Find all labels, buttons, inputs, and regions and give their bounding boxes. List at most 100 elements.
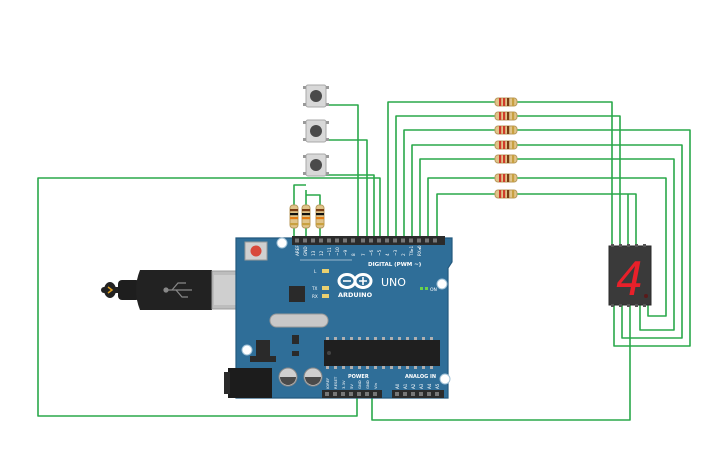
decimal-point [644,294,648,298]
resistor-seg-d[interactable] [494,140,518,150]
resistor-seg-b[interactable] [494,111,518,121]
pin-label: GND [303,246,308,256]
dc-power-jack[interactable] [224,368,272,398]
pin-label: A5 [435,383,440,389]
wire-seg-c[interactable] [517,129,691,347]
microcontroller-chip [324,337,440,369]
wire-pin-2[interactable] [427,177,495,240]
pin-label: A1 [403,383,408,389]
pin-label: 13 [311,250,316,256]
pin-label: GND [365,380,370,389]
power-label: POWER [348,374,369,380]
usb-chip [289,286,305,302]
pin-label: ~3 [393,249,398,256]
mounting-hole [439,373,451,385]
model-text: UNO [381,276,406,289]
wire-pin-4[interactable] [411,144,495,240]
wire-seg-d[interactable] [517,144,683,339]
pin-label: TX▸1 [409,245,414,257]
pin-label: GND [357,380,362,389]
pin-label: ~9 [343,249,348,256]
cable-end-icon [104,282,116,298]
resistor-pulldown-3[interactable] [315,204,325,229]
infinity-logo-icon [337,273,373,289]
pin-label: A3 [419,383,424,389]
resistor-seg-e[interactable] [494,154,518,164]
wire-pin-6[interactable] [395,115,495,240]
led-label-tx: TX [311,286,318,291]
display-body [608,245,652,306]
reset-button[interactable] [244,241,268,261]
mounting-hole [241,344,253,356]
pin-label: RESET [333,376,338,389]
voltage-regulator [256,340,270,356]
wire-pin-3[interactable] [419,158,495,240]
status-leds: L TX RX [311,269,329,299]
wire-pin-1[interactable] [436,193,495,240]
wire-button1[interactable] [322,104,359,238]
wire-pulldown1-top[interactable] [293,184,306,205]
wire-button3[interactable] [322,174,375,238]
logo-text: ARDUINO [338,291,373,299]
pin-label: ~11 [327,247,332,256]
display-digit: 4 [616,252,644,306]
resistor-seg-f[interactable] [494,173,518,183]
wire-seg-f[interactable] [517,177,667,317]
wire-seg-g[interactable] [517,193,637,246]
pin-label: 5V [349,384,354,389]
led-label-rx: RX [312,294,318,299]
wire-pin-5[interactable] [403,129,495,240]
power-led: ON [420,287,437,293]
pin-label: A4 [427,383,432,389]
pushbutton-2[interactable] [303,119,329,143]
mounting-hole [276,237,288,249]
arduino-uno-board[interactable]: AREF GND 13 12 ~11 ~10 ~9 8 7 ~6 ~5 4 ~3… [224,236,453,399]
pin-label: IOREF [325,378,330,389]
pushbutton-1[interactable] [303,84,329,108]
resistor-pulldown-1[interactable] [289,204,299,229]
wire-seg-e[interactable] [517,158,675,331]
pin-label: 3.3V [341,380,346,389]
on-label: ON [430,287,437,293]
usb-symbol-icon [163,282,192,298]
wire-seg-b[interactable] [517,115,621,246]
segment-resistors [494,97,518,199]
pin-label: Vin [373,382,378,389]
pin-label: 12 [319,250,324,256]
seven-segment-display[interactable]: 4 [608,244,652,307]
led-label-l: L [314,269,317,274]
resistor-pulldown-2[interactable] [301,204,311,229]
pin-label: 7 [361,253,366,256]
pushbutton-3[interactable] [303,153,329,177]
pin-label: RX◂0 [417,245,422,256]
wire-pulldown3-top[interactable] [306,194,321,205]
crystal-oscillator [269,313,329,328]
digital-header [292,236,445,245]
wire-button2[interactable] [322,139,368,238]
digital-header-label: DIGITAL (PWM ~) [368,262,422,268]
pin-label: 8 [351,253,356,256]
pin-label: ~10 [335,247,340,256]
pin-label: A2 [411,383,416,389]
pin-label: ~6 [369,249,374,256]
analog-header [392,390,444,398]
wire-pin-7[interactable] [387,101,495,240]
pin-label: A0 [395,383,400,389]
pin-label: 4 [385,253,390,256]
wire-5v-loop[interactable] [37,177,381,417]
capacitors [278,367,323,387]
analog-label: ANALOG IN [405,374,436,380]
resistor-seg-g[interactable] [494,189,518,199]
pin-label: ~5 [377,249,382,256]
arduino-logo: ARDUINO UNO [337,273,406,299]
wire-seg-a[interactable] [517,101,613,246]
pin-label: 2 [401,253,406,256]
wire-gnd-display[interactable] [371,305,631,421]
pulldown-resistors [289,204,325,229]
wires [37,101,691,421]
resistor-seg-a[interactable] [494,97,518,107]
pin-label: AREF [295,245,300,256]
mounting-hole [436,278,448,290]
resistor-seg-c[interactable] [494,125,518,135]
